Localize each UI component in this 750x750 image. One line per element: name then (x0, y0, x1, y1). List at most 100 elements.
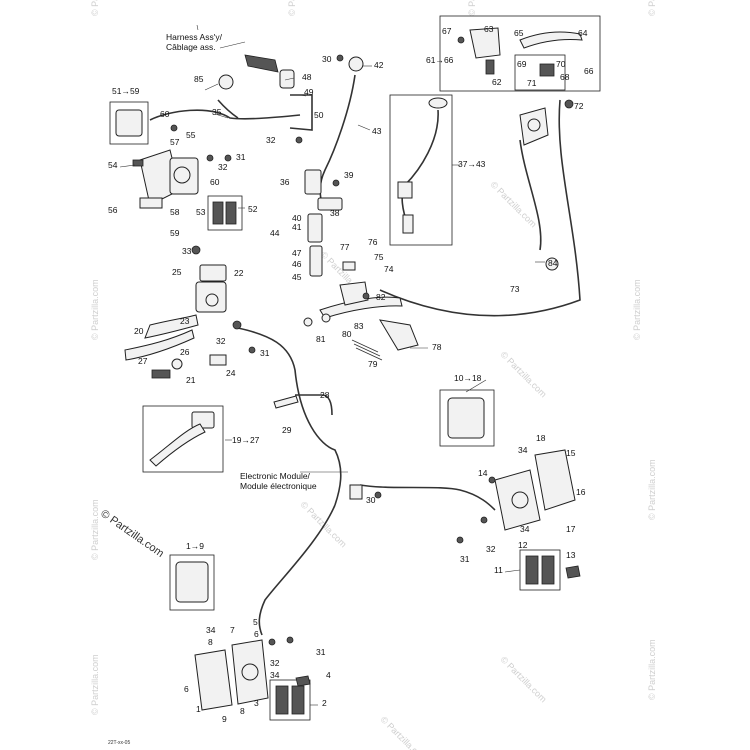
brake-pad-right (225, 201, 237, 225)
callout-28: 28 (320, 390, 330, 400)
leader (196, 24, 199, 31)
drawing-code: 22T-xx-05 (108, 740, 130, 746)
callout-24: 24 (226, 368, 236, 378)
callout-14: 14 (478, 468, 488, 478)
callout-62: 62 (492, 77, 502, 87)
callout-60-mid: 60 (210, 177, 220, 187)
callout-46: 46 (292, 259, 302, 269)
callout-85: 85 (194, 74, 204, 84)
bleeder-screw (170, 124, 178, 132)
callout-76: 76 (368, 237, 378, 247)
callout-42: 42 (374, 60, 384, 70)
callout-48: 48 (302, 72, 312, 82)
pad-spring-4 (295, 675, 311, 687)
pedal-bracket-76 (339, 281, 369, 306)
callout-36: 36 (280, 177, 290, 187)
callout-78: 78 (432, 342, 442, 352)
leader (284, 77, 295, 81)
leader (504, 569, 521, 573)
callout-73: 73 (510, 284, 520, 294)
brake-hose-35 (149, 109, 301, 121)
callout-12: 12 (518, 540, 528, 550)
watermark-text: © Partzilla.com (467, 0, 477, 16)
right-front-caliper-group (439, 389, 581, 591)
rear-caliper-group (109, 101, 243, 231)
callout-59: 59 (170, 228, 180, 238)
leader (119, 164, 136, 168)
bottom-caliper-group (194, 636, 311, 721)
callout-58: 58 (170, 207, 180, 217)
leader (219, 41, 246, 49)
callout-51-59: 51→59 (112, 86, 140, 96)
callout-82: 82 (376, 292, 386, 302)
caliper-bracket (139, 197, 163, 209)
callout-39: 39 (344, 170, 354, 180)
callout-80: 80 (342, 329, 352, 339)
callout-66: 66 (584, 66, 594, 76)
callout-41: 41 (292, 222, 302, 232)
harness-connector (244, 54, 279, 73)
reservoir-cap (428, 97, 448, 109)
callout-15: 15 (566, 448, 576, 458)
callout-61-66: 61→66 (426, 55, 454, 65)
callout-32-right: 32 (486, 544, 496, 554)
harness-note-en: Harness Ass'y/ (166, 32, 223, 42)
callout-68: 68 (560, 72, 570, 82)
washer-81 (303, 317, 313, 327)
washer (224, 154, 232, 162)
banjo-bolt (206, 154, 214, 162)
callout-19-27: 19→27 (232, 435, 260, 445)
reservoir-inset-box (389, 94, 453, 246)
bolt-31-bottom (268, 638, 276, 646)
leader (204, 83, 219, 91)
left-caliper-inset-icon (175, 561, 209, 603)
front-master-cylinder (124, 245, 256, 379)
callout-60-top: 60 (160, 109, 170, 119)
screw-67 (457, 36, 465, 44)
leader (299, 94, 307, 97)
harness-note-fr: Câblage ass. (166, 42, 216, 52)
watermark-text: © Partzilla.com (647, 459, 657, 520)
callout-54: 54 (108, 160, 118, 170)
callout-47: 47 (292, 248, 302, 258)
callout-26: 26 (180, 347, 190, 357)
callout-1: 1 (196, 704, 201, 714)
callout-1-9: 1→9 (186, 541, 204, 551)
lever-blade (124, 329, 195, 361)
watermark-text: © Partzilla.com (90, 654, 100, 715)
bracket-line (217, 99, 239, 119)
callout-30-top: 30 (322, 54, 332, 64)
right-pad-right (541, 555, 555, 585)
callout-13: 13 (566, 550, 576, 560)
callout-6-top: 6 (254, 629, 259, 639)
watermark-text: © Partzilla.com (90, 279, 100, 340)
callout-17: 17 (566, 524, 576, 534)
clamp-84 (545, 257, 559, 271)
callout-20: 20 (134, 326, 144, 336)
right-caliper-piston (511, 491, 529, 509)
master-cylinder-inset (142, 405, 224, 473)
lever-64 (519, 31, 583, 49)
callout-57: 57 (170, 137, 180, 147)
brake-line-right (359, 484, 496, 511)
callout-38: 38 (330, 208, 340, 218)
leader (465, 379, 487, 393)
junction-block-48 (279, 69, 295, 89)
callout-32-top: 32 (266, 135, 276, 145)
caliper-inset-icon (115, 109, 143, 137)
drop-33 (191, 245, 201, 255)
callout-2: 2 (322, 698, 327, 708)
callout-32-left: 32 (218, 162, 228, 172)
foot-pedal-group (303, 261, 419, 361)
callout-34-right: 34 (518, 445, 528, 455)
pad-spring-13 (565, 565, 581, 579)
drop-82 (362, 292, 370, 300)
brake-hose-49 (289, 94, 313, 131)
callout-65: 65 (514, 28, 524, 38)
callout-30-mid: 30 (366, 495, 376, 505)
harness-valve-group (218, 54, 364, 277)
callout-84: 84 (548, 258, 558, 268)
reservoir-inset-group (389, 94, 453, 246)
switch-68 (539, 63, 555, 77)
callout-9: 9 (222, 714, 227, 724)
